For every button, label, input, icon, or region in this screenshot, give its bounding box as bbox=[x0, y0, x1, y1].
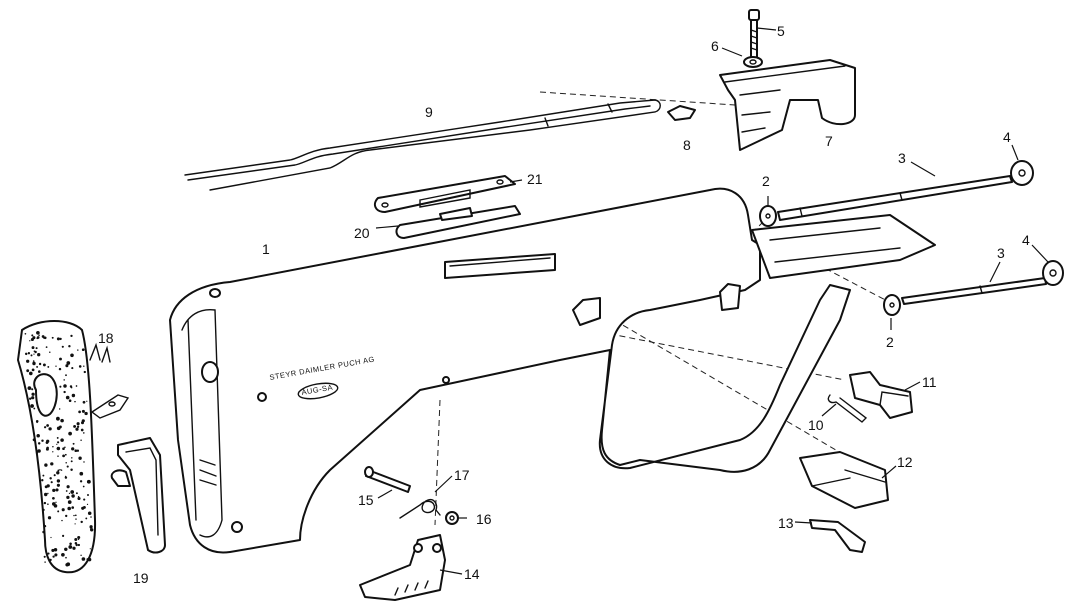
pin bbox=[364, 466, 411, 493]
screw bbox=[748, 9, 760, 61]
washer-lower bbox=[883, 294, 901, 316]
trigger-piece bbox=[359, 534, 446, 601]
spring-clip bbox=[827, 394, 868, 423]
callout-13: 13 bbox=[778, 515, 794, 531]
stock-housing: STEYR DAIMLER PUCH AG AUG-SA bbox=[169, 187, 936, 554]
callout-20: 20 bbox=[354, 225, 370, 241]
callout-17: 17 bbox=[454, 467, 470, 483]
plate-lower bbox=[395, 205, 521, 239]
callout-11: 11 bbox=[922, 374, 937, 390]
rod-cap-upper bbox=[1010, 160, 1034, 186]
callout-12: 12 bbox=[897, 454, 913, 470]
butt-pad bbox=[17, 320, 97, 574]
callout-14: 14 bbox=[464, 566, 480, 582]
callout-10: 10 bbox=[808, 417, 824, 433]
small-bracket bbox=[89, 342, 130, 419]
plate-upper bbox=[373, 175, 516, 213]
callout-leaders bbox=[375, 27, 1049, 575]
callout-5: 5 bbox=[777, 23, 785, 39]
callout-9: 9 bbox=[425, 104, 433, 120]
lock-washer bbox=[743, 56, 763, 68]
callout-numbers: 1 2 2 3 3 4 4 5 6 7 8 9 10 11 12 13 14 1… bbox=[98, 23, 1030, 586]
callout-21: 21 bbox=[527, 171, 543, 187]
rod-upper bbox=[777, 175, 1013, 221]
callout-19: 19 bbox=[133, 570, 149, 586]
pad-texture bbox=[24, 330, 94, 567]
latch bbox=[809, 519, 866, 553]
torsion-spring bbox=[399, 498, 441, 519]
callout-8: 8 bbox=[683, 137, 691, 153]
washer-upper bbox=[759, 205, 777, 227]
wire-spring bbox=[184, 99, 661, 191]
small-plate bbox=[667, 105, 696, 121]
magazine-catch bbox=[799, 451, 889, 509]
rod-cap-lower bbox=[1042, 260, 1064, 286]
callout-3-upper: 3 bbox=[898, 150, 906, 166]
callout-1: 1 bbox=[262, 241, 270, 257]
handle-base bbox=[719, 59, 856, 151]
callout-15: 15 bbox=[358, 492, 374, 508]
callout-6: 6 bbox=[711, 38, 719, 54]
callout-4-upper: 4 bbox=[1003, 129, 1011, 145]
callout-4-lower: 4 bbox=[1022, 232, 1030, 248]
callout-18: 18 bbox=[98, 330, 114, 346]
callout-2-upper: 2 bbox=[762, 173, 770, 189]
catch-block bbox=[849, 371, 913, 419]
stock-insert bbox=[110, 437, 166, 554]
callout-3-lower: 3 bbox=[997, 245, 1005, 261]
rod-lower bbox=[901, 277, 1047, 305]
callout-2-lower: 2 bbox=[886, 334, 894, 350]
nut bbox=[445, 511, 459, 525]
callout-7: 7 bbox=[825, 133, 833, 149]
callout-16: 16 bbox=[476, 511, 492, 527]
